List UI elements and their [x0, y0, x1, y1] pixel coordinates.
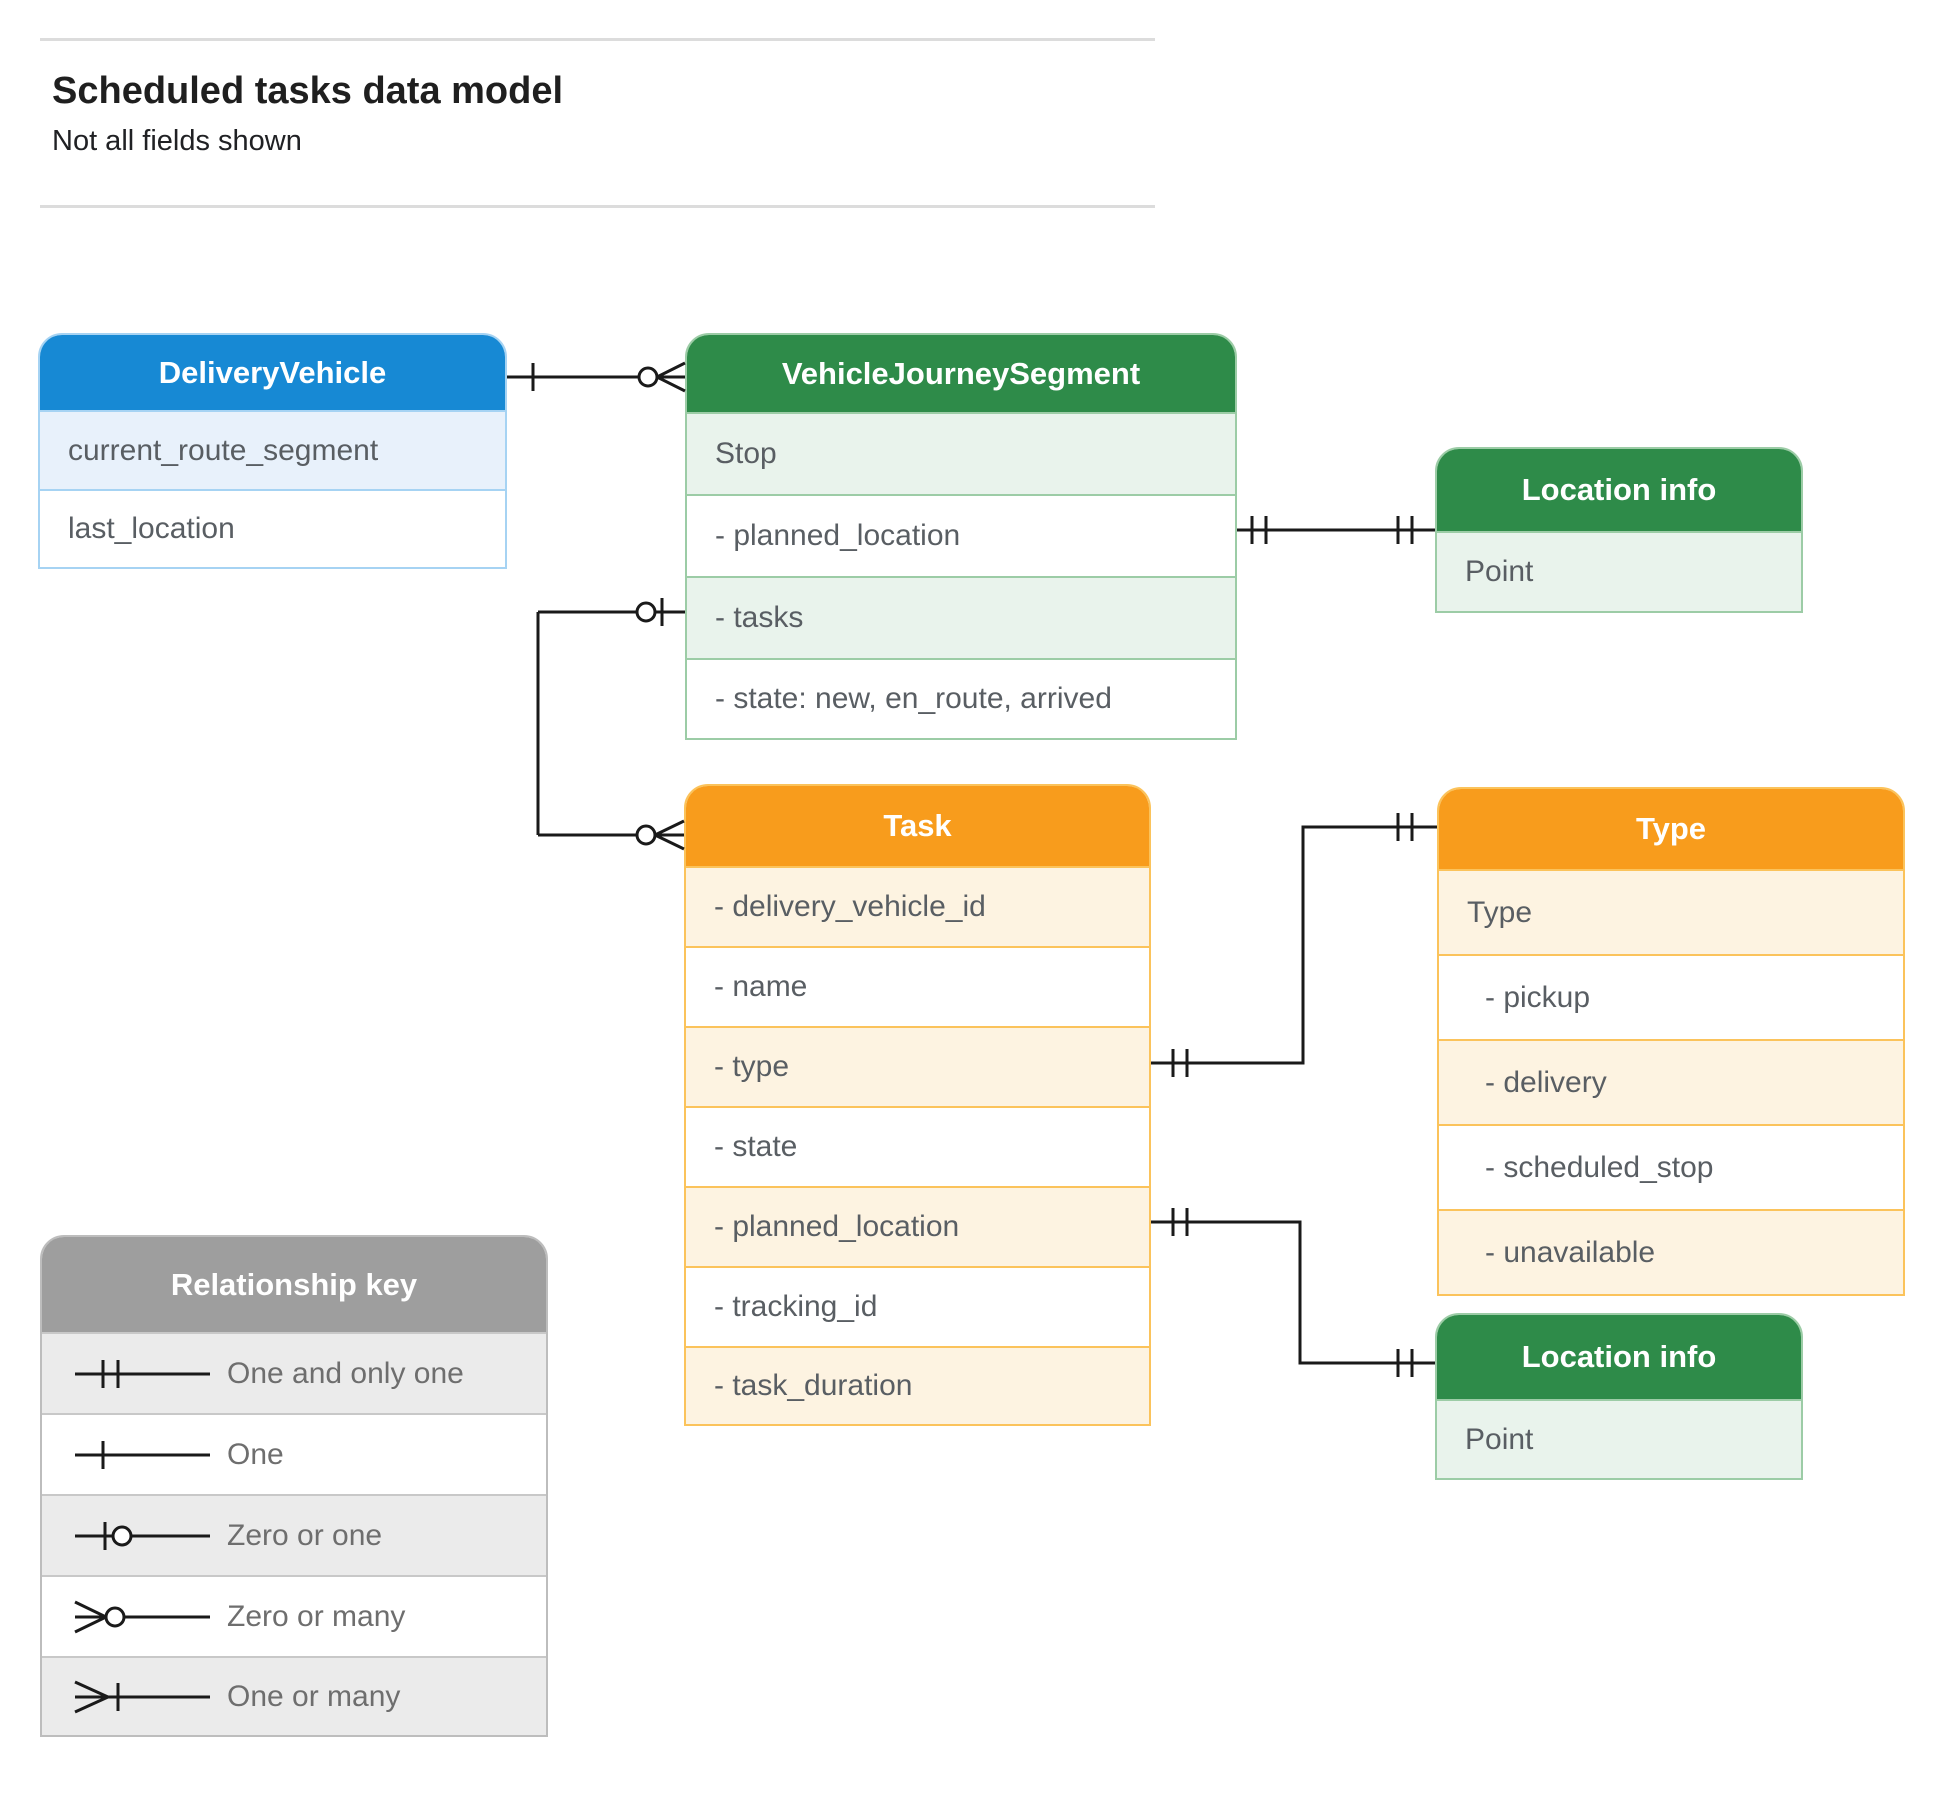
entity-title: Task: [686, 786, 1149, 866]
table-row: Point: [1437, 531, 1801, 611]
relationship-key: Relationship key One and only one One: [40, 1235, 548, 1737]
legend-title: Relationship key: [42, 1237, 546, 1332]
one-icon: [75, 1440, 210, 1469]
wire-deliveryvehicle-journeysegment: [507, 361, 686, 393]
legend-label: One and only one: [227, 1356, 464, 1390]
table-row: Type: [1439, 869, 1903, 954]
entity-title: Location info: [1437, 449, 1801, 531]
legend-item-one-and-only-one: One and only one: [42, 1332, 546, 1413]
one-or-many-icon: [74, 1680, 210, 1713]
table-row: - pickup: [1439, 954, 1903, 1039]
table-row: current_route_segment: [40, 410, 505, 489]
legend-item-zero-or-one: Zero or one: [42, 1494, 546, 1575]
entity-title: VehicleJourneySegment: [687, 335, 1235, 412]
entity-title: DeliveryVehicle: [40, 335, 505, 410]
table-row: Point: [1437, 1399, 1801, 1478]
entity-title: Type: [1439, 789, 1903, 869]
entity-location-info-bottom: Location info Point: [1435, 1313, 1803, 1480]
table-row: - name: [686, 946, 1149, 1026]
legend-label: Zero or many: [227, 1599, 406, 1633]
zero-or-many-icon: [74, 1600, 210, 1633]
table-row: - unavailable: [1439, 1209, 1903, 1294]
table-row: Stop: [687, 412, 1235, 494]
wire-type-type-table: [1151, 813, 1437, 1077]
top-divider: [40, 38, 1155, 41]
legend-item-zero-or-many: Zero or many: [42, 1575, 546, 1656]
zero-or-one-icon: [75, 1521, 210, 1550]
table-row: - delivery: [1439, 1039, 1903, 1124]
table-row: - planned_location: [686, 1186, 1149, 1266]
entity-location-info-top: Location info Point: [1435, 447, 1803, 613]
page-subtitle: Not all fields shown: [52, 125, 302, 157]
legend-item-one-or-many: One or many: [42, 1656, 546, 1735]
table-row: - state: new, en_route, arrived: [687, 658, 1235, 738]
table-row: - scheduled_stop: [1439, 1124, 1903, 1209]
table-row: - state: [686, 1106, 1149, 1186]
wire-plannedlocation-locationinfo-bottom: [1151, 1208, 1435, 1377]
table-row: - tasks: [687, 576, 1235, 658]
entity-vehicle-journey-segment: VehicleJourneySegment Stop - planned_loc…: [685, 333, 1237, 740]
legend-item-one: One: [42, 1413, 546, 1494]
table-row: - task_duration: [686, 1346, 1149, 1424]
table-row: - delivery_vehicle_id: [686, 866, 1149, 946]
legend-label: Zero or one: [227, 1518, 383, 1552]
one-and-only-one-icon: [75, 1359, 210, 1388]
title-divider: [40, 205, 1155, 208]
legend-label: One or many: [227, 1679, 401, 1713]
page-title: Scheduled tasks data model: [52, 70, 564, 112]
table-row: - planned_location: [687, 494, 1235, 576]
table-row: - type: [686, 1026, 1149, 1106]
entity-title: Location info: [1437, 1315, 1801, 1399]
wire-tasks-task: [536, 598, 685, 851]
table-row: last_location: [40, 489, 505, 567]
table-row: - tracking_id: [686, 1266, 1149, 1346]
entity-delivery-vehicle: DeliveryVehicle current_route_segment la…: [38, 333, 507, 569]
entity-type: Type Type - pickup - delivery - schedule…: [1437, 787, 1905, 1296]
entity-task: Task - delivery_vehicle_id - name - type…: [684, 784, 1151, 1426]
wire-plannedlocation-locationinfo-top: [1237, 516, 1435, 544]
legend-label: One: [227, 1437, 284, 1471]
